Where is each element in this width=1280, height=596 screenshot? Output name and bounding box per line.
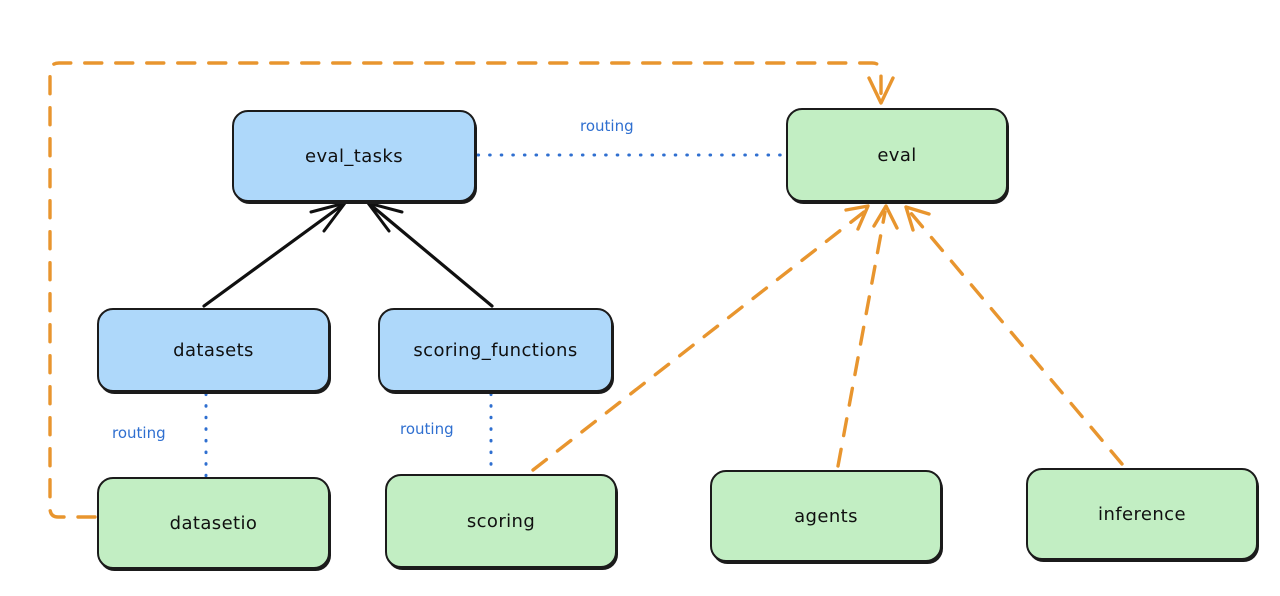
- node-inference[interactable]: inference: [1026, 468, 1258, 560]
- edge-inference-to-eval: [904, 205, 1124, 466]
- node-agents[interactable]: agents: [710, 470, 942, 562]
- edge-datasetio-to-eval: [48, 61, 895, 519]
- edge-agents-to-eval: [836, 204, 899, 468]
- node-datasetio[interactable]: datasetio: [97, 477, 330, 569]
- node-label-scoring_functions: scoring_functions: [413, 339, 578, 361]
- node-scoring[interactable]: scoring: [385, 474, 617, 568]
- edge-label-routing-eval_tasks-eval: routing: [580, 117, 634, 135]
- edge-label-routing-scoring_functions-scoring: routing: [400, 420, 454, 438]
- node-label-eval_tasks: eval_tasks: [304, 145, 404, 167]
- node-label-datasetio: datasetio: [169, 512, 258, 534]
- edge-scoring-to-eval: [531, 204, 870, 472]
- node-eval_tasks[interactable]: eval_tasks: [232, 110, 476, 202]
- edge-label-routing-datasets-datasetio: routing: [112, 424, 166, 442]
- node-eval[interactable]: eval: [786, 108, 1008, 202]
- node-label-eval: eval: [877, 144, 917, 166]
- node-datasets[interactable]: datasets: [97, 308, 330, 392]
- edge-datasets-to-eval_tasks: [202, 201, 347, 308]
- edge-scoring_functions-to-eval_tasks: [366, 201, 494, 308]
- node-label-scoring: scoring: [466, 510, 536, 532]
- node-label-datasets: datasets: [173, 339, 254, 361]
- node-label-agents: agents: [794, 505, 858, 527]
- node-scoring_functions[interactable]: scoring_functions: [378, 308, 613, 392]
- node-label-inference: inference: [1098, 503, 1186, 525]
